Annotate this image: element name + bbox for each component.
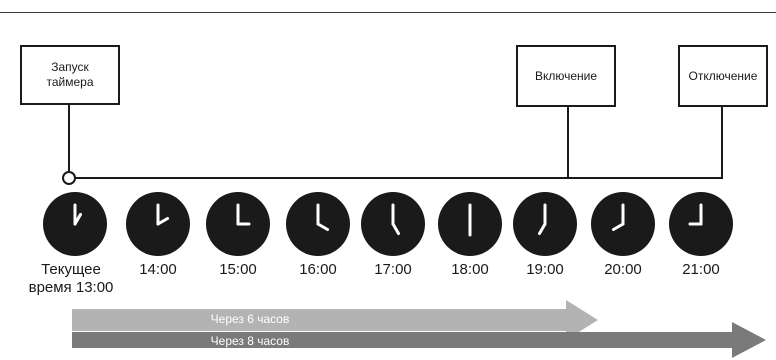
clock-17	[360, 191, 426, 257]
start-marker	[62, 171, 76, 185]
clock-face-svg	[43, 192, 107, 256]
hour-hand	[156, 217, 170, 226]
hour-hand	[391, 222, 400, 236]
clock-face-svg	[669, 192, 733, 256]
clock-14	[125, 191, 191, 257]
current-time-label: Текущее время 13:00	[26, 261, 116, 297]
timer-start-line1: Запуск	[51, 60, 89, 74]
clock-13	[42, 191, 108, 257]
arrow-6-hours	[72, 300, 598, 340]
timer-start-box: Запуск таймера	[20, 45, 120, 105]
clock-face-svg	[361, 192, 425, 256]
start-connector	[68, 104, 70, 178]
timeline-line	[69, 177, 723, 179]
current-time-line2: время 13:00	[28, 279, 114, 296]
clock-21	[668, 191, 734, 257]
power-on-box: Включение	[516, 45, 616, 107]
time-label-18: 18:00	[451, 261, 489, 278]
power-on-label: Включение	[534, 68, 598, 83]
clock-18	[437, 191, 503, 257]
arrow-8-hours	[72, 322, 766, 358]
time-label-19: 19:00	[526, 261, 564, 278]
hour-hand	[73, 212, 82, 226]
time-label-17: 17:00	[374, 261, 412, 278]
power-off-box: Отключение	[678, 45, 768, 107]
arrow-6-hours-label: Через 6 часов	[210, 312, 290, 326]
clock-19	[512, 191, 578, 257]
arrow-8-hours-label: Через 8 часов	[210, 334, 290, 348]
hour-hand	[538, 222, 547, 236]
on-connector	[567, 106, 569, 178]
time-label-16: 16:00	[299, 261, 337, 278]
clock-face-svg	[438, 192, 502, 256]
clock-16	[285, 191, 351, 257]
clock-20	[590, 191, 656, 257]
current-time-line1: Текущее	[41, 261, 101, 278]
clock-15	[205, 191, 271, 257]
off-connector	[721, 106, 723, 178]
power-off-label: Отключение	[688, 68, 758, 83]
clock-face-svg	[286, 192, 350, 256]
time-label-20: 20:00	[604, 261, 642, 278]
clock-face-svg	[126, 192, 190, 256]
time-label-14: 14:00	[139, 261, 177, 278]
clock-face-svg	[591, 192, 655, 256]
hour-hand	[611, 222, 625, 231]
timer-start-line2: таймера	[46, 75, 94, 89]
clock-face-svg	[206, 192, 270, 256]
hour-hand	[316, 222, 330, 231]
time-label-21: 21:00	[682, 261, 720, 278]
top-rule	[0, 12, 776, 13]
time-label-15: 15:00	[219, 261, 257, 278]
duration-arrows	[72, 300, 766, 358]
clock-face-svg	[513, 192, 577, 256]
